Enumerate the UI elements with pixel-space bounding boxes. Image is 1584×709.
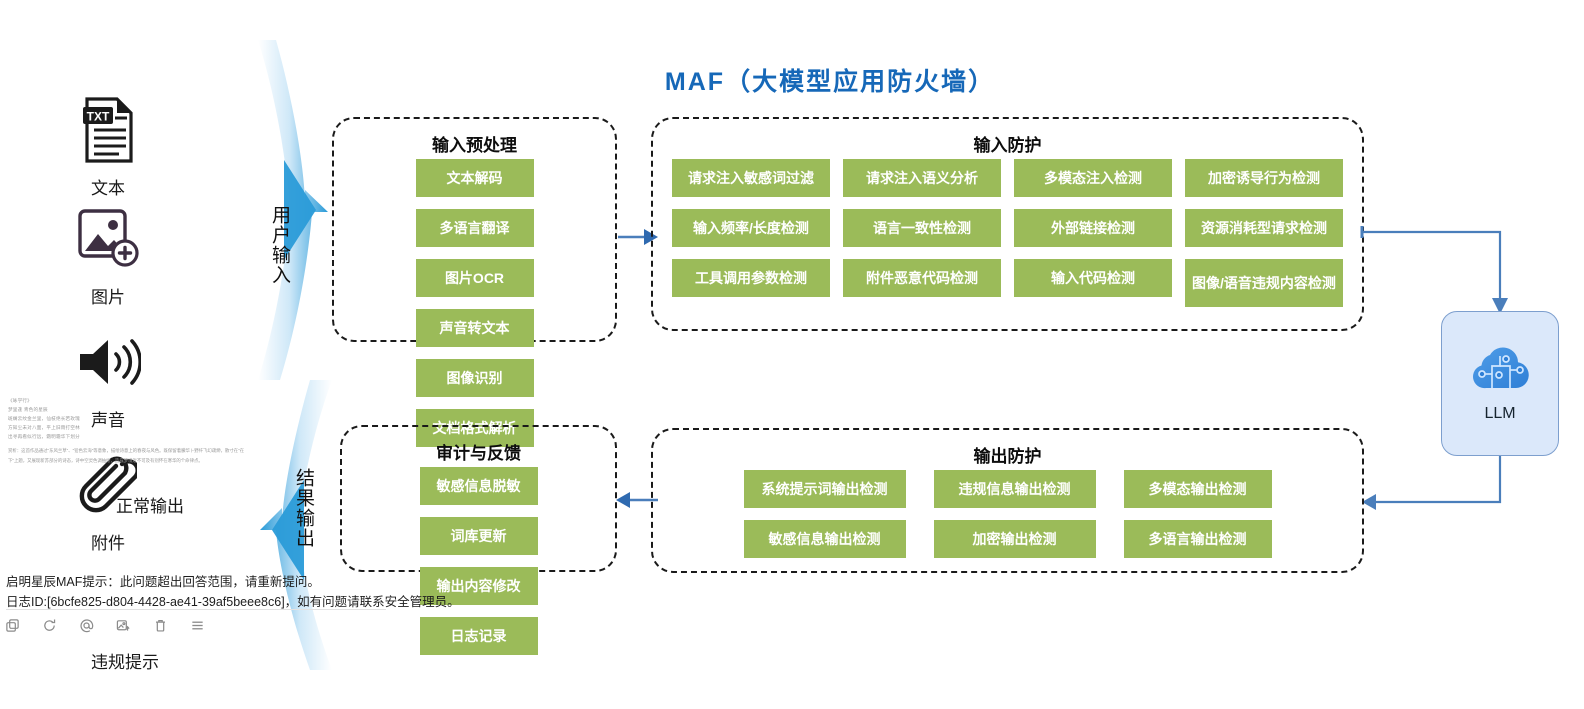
image-add-icon [60, 199, 156, 279]
chip-image-recognition[interactable]: 图像识别 [415, 359, 534, 397]
chip-multilang-output-detect[interactable]: 多语言输出检测 [1123, 520, 1272, 558]
chip-resource-heavy-request-detect[interactable]: 资源消耗型请求检测 [1185, 209, 1343, 247]
delete-icon[interactable] [153, 618, 168, 633]
poem-line: 梦里逢 青色的星辰 [8, 407, 48, 412]
chip-text-decode[interactable]: 文本解码 [415, 159, 534, 197]
copy-icon[interactable] [5, 618, 20, 633]
group-input-protection: 输入防护 请求注入敏感词过滤 请求注入语义分析 多模态注入检测 加密诱导行为检测… [651, 117, 1364, 331]
result-output-arrow: 结果输出 [248, 380, 340, 670]
chip-image-voice-violation-detect[interactable]: 图像/语音违规内容检测 [1185, 259, 1343, 307]
input-source-attachment[interactable]: 附件 [60, 445, 156, 554]
refresh-icon[interactable] [42, 618, 57, 633]
txt-document-icon: TXT [60, 90, 156, 170]
poem-line: 方知尘未对八面，平上旧雨打空林 [8, 425, 80, 430]
chip-multimodal-injection-detect[interactable]: 多模态注入检测 [1014, 159, 1172, 197]
group-audit-feedback: 审计与反馈 敏感信息脱敏 词库更新 输出内容修改 日志记录 [340, 425, 617, 655]
chip-doc-format-parse[interactable]: 文档格式解析 [415, 409, 534, 447]
at-mention-icon[interactable] [79, 618, 94, 633]
image-export-icon[interactable] [116, 618, 131, 633]
llm-card[interactable]: LLM [1441, 311, 1559, 456]
chip-attachment-malicious-code-detect[interactable]: 附件恶意代码检测 [843, 259, 1001, 297]
chip-list: 文本解码 多语言翻译 图片OCR 声音转文本 图像识别 文档格式解析 [334, 159, 615, 447]
chip-output-content-modify[interactable]: 输出内容修改 [419, 567, 538, 605]
group-title: 输出防护 [973, 447, 1042, 466]
poem-line: 出寻再看似行远，霜明霜华下划分 [8, 434, 80, 439]
chip-log-record[interactable]: 日志记录 [419, 617, 538, 655]
menu-icon[interactable] [190, 618, 205, 633]
input-source-label: 附件 [91, 534, 125, 553]
cloud-ai-icon [1468, 344, 1532, 399]
user-input-arrow: 用户输入 [250, 40, 340, 380]
group-title: 审计与反馈 [436, 444, 521, 463]
svg-text:TXT: TXT [87, 110, 110, 124]
chip-sensitive-info-output-detect[interactable]: 敏感信息输出检测 [743, 520, 906, 558]
input-source-audio[interactable]: 声音 [60, 322, 156, 431]
chip-sensitive-info-masking[interactable]: 敏感信息脱敏 [419, 467, 538, 505]
chip-language-consistency-detect[interactable]: 语言一致性检测 [843, 209, 1001, 247]
group-input-preprocess: 输入预处理 文本解码 多语言翻译 图片OCR 声音转文本 图像识别 文档格式解析 [332, 117, 617, 447]
chip-speech-to-text[interactable]: 声音转文本 [415, 309, 534, 347]
normal-output-label: 正常输出 [116, 497, 184, 516]
chip-injection-semantic-analysis[interactable]: 请求注入语义分析 [843, 159, 1001, 197]
paperclip-attachment-icon [60, 445, 156, 525]
violation-line-2: 日志ID:[6bcfe825-d804-4428-ae41-39af5beee8… [6, 595, 460, 609]
violation-line-1: 启明星辰MAF提示：此问题超出回答范围，请重新提问。 [6, 575, 320, 589]
chip-lexicon-update[interactable]: 词库更新 [419, 517, 538, 555]
normal-output-sample: 《咏学行》 梦里逢 青色的星辰 斑斓云纹金兰里，仙枝绝长若玫瑰 方知尘未对八面，… [8, 396, 248, 465]
input-source-label: 声音 [91, 411, 125, 430]
input-source-text[interactable]: TXT 文本 [60, 90, 156, 199]
input-sources-group: TXT 文本 [60, 90, 250, 554]
llm-label: LLM [1484, 405, 1516, 422]
user-input-arrow-label: 用户输入 [269, 205, 290, 285]
chip-input-code-detect[interactable]: 输入代码检测 [1014, 259, 1172, 297]
group-title: 输入预处理 [432, 136, 517, 155]
input-source-image[interactable]: 图片 [60, 199, 156, 308]
chip-list: 敏感信息脱敏 词库更新 输出内容修改 日志记录 [342, 467, 615, 655]
poem-title: 《咏学行》 [8, 398, 32, 403]
group-output-protection: 输出防护 系统提示词输出检测 违规信息输出检测 多模态输出检测 敏感信息输出检测… [651, 428, 1364, 573]
poem-line: 斑斓云纹金兰里，仙枝绝长若玫瑰 [8, 416, 80, 421]
chip-tool-call-param-detect[interactable]: 工具调用参数检测 [672, 259, 830, 297]
chip-list: 请求注入敏感词过滤 请求注入语义分析 多模态注入检测 加密诱导行为检测 输入频率… [653, 159, 1362, 307]
chip-multilang-translate[interactable]: 多语言翻译 [415, 209, 534, 247]
chip-multimodal-output-detect[interactable]: 多模态输出检测 [1123, 470, 1272, 508]
page-title: MAF（大模型应用防火墙） [664, 68, 996, 96]
chip-list: 系统提示词输出检测 违规信息输出检测 多模态输出检测 敏感信息输出检测 加密输出… [653, 470, 1362, 558]
chip-violation-info-output-detect[interactable]: 违规信息输出检测 [933, 470, 1096, 508]
result-output-arrow-label: 结果输出 [293, 468, 314, 548]
chip-encrypted-output-detect[interactable]: 加密输出检测 [933, 520, 1096, 558]
divider [6, 609, 386, 610]
connector-llm-to-output [1360, 456, 1510, 516]
chip-external-link-detect[interactable]: 外部链接检测 [1014, 209, 1172, 247]
chip-system-prompt-output-detect[interactable]: 系统提示词输出检测 [743, 470, 906, 508]
arrow-output-to-audit [614, 488, 658, 512]
chip-image-ocr[interactable]: 图片OCR [415, 259, 534, 297]
input-source-label: 文本 [91, 179, 125, 198]
violation-message: 启明星辰MAF提示：此问题超出回答范围，请重新提问。 日志ID:[6bcfe82… [6, 572, 460, 612]
violation-label: 违规提示 [91, 653, 159, 672]
poem-note: 赏析：这首作品通过"东风兰草"、"铅色云海"等意象，描绘诗意上的春夜与风色。既保… [8, 448, 245, 463]
message-toolbar [5, 618, 205, 633]
chip-encrypted-induce-behavior-detect[interactable]: 加密诱导行为检测 [1185, 159, 1343, 197]
chip-input-rate-length-detect[interactable]: 输入频率/长度检测 [672, 209, 830, 247]
input-source-label: 图片 [91, 288, 125, 307]
connector-protection-to-llm [1360, 222, 1510, 317]
speaker-sound-icon [60, 322, 156, 402]
chip-injection-sensitive-word-filter[interactable]: 请求注入敏感词过滤 [672, 159, 830, 197]
group-title: 输入防护 [973, 136, 1042, 155]
